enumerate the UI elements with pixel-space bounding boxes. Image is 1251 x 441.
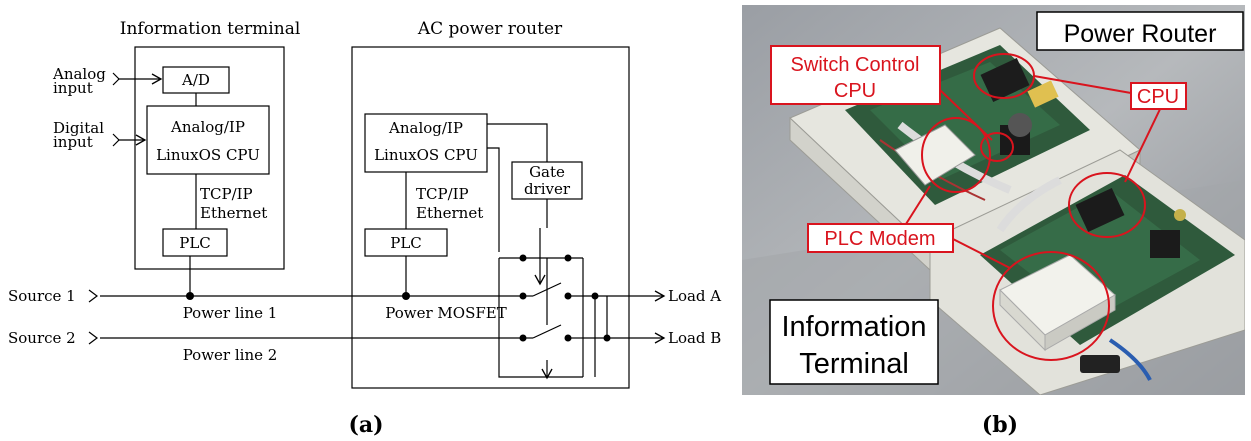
pr-cpu-label-1: Analog/IP — [388, 119, 463, 137]
switch-control-cpu-label-2: CPU — [834, 80, 876, 102]
cpu-callout-label: CPU — [1137, 86, 1179, 108]
plc-modem-label: PLC Modem — [824, 228, 935, 250]
power-router-box — [351, 46, 630, 389]
pr-cpu-block — [364, 113, 488, 173]
it-cpu-label-2: LinuxOS CPU — [156, 146, 260, 164]
information-terminal-photo-label-2: Terminal — [799, 348, 909, 380]
digital-input-label-1: Digital — [53, 119, 104, 137]
it-plc-label: PLC — [179, 234, 211, 252]
power-mosfet-label: Power MOSFET — [385, 304, 506, 322]
it-tcpip-label-2: Ethernet — [200, 204, 267, 222]
pr-plc-label: PLC — [390, 234, 422, 252]
pr-cpu-label-2: LinuxOS CPU — [374, 146, 478, 164]
info-terminal-box — [134, 46, 285, 270]
gate-driver-label-2: driver — [524, 180, 571, 198]
analog-input-label-2: input — [53, 79, 93, 97]
caption-a: (a) — [348, 412, 383, 438]
information-terminal-case — [929, 149, 1245, 395]
load-b-label: Load B — [668, 329, 721, 347]
it-plc-block — [162, 228, 228, 257]
info-terminal-title: Information terminal — [120, 19, 301, 39]
pr-tcpip-label-2: Ethernet — [416, 204, 483, 222]
power-line-2-label: Power line 2 — [183, 346, 278, 364]
it-tcpip-label-1: TCP/IP — [200, 185, 253, 203]
source-1-label: Source 1 — [8, 287, 76, 305]
ad-label: A/D — [181, 71, 210, 89]
load-a-label: Load A — [668, 287, 721, 305]
caption-b: (b) — [982, 412, 1018, 438]
power-line-1-label: Power line 1 — [183, 304, 278, 322]
callouts — [905, 53, 1163, 361]
power-router-title: AC power router — [417, 19, 563, 39]
information-terminal-photo-label-1: Information — [781, 311, 926, 343]
power-router-photo-label: Power Router — [1064, 20, 1217, 48]
source-arrowheads — [88, 72, 120, 345]
digital-input-label-2: input — [53, 133, 93, 151]
analog-input-label-1: Analog — [52, 65, 106, 83]
switch-control-cpu-label-1: Switch Control — [791, 54, 920, 76]
panel-a-schematic — [100, 46, 666, 389]
it-cpu-block — [146, 105, 270, 175]
source-2-label: Source 2 — [8, 329, 76, 347]
junction-dots — [186, 254, 611, 342]
pr-tcpip-label-1: TCP/IP — [416, 185, 469, 203]
gate-driver-label-1: Gate — [529, 163, 565, 181]
it-cpu-label-1: Analog/IP — [170, 118, 245, 136]
callout-boxes — [769, 11, 1244, 385]
